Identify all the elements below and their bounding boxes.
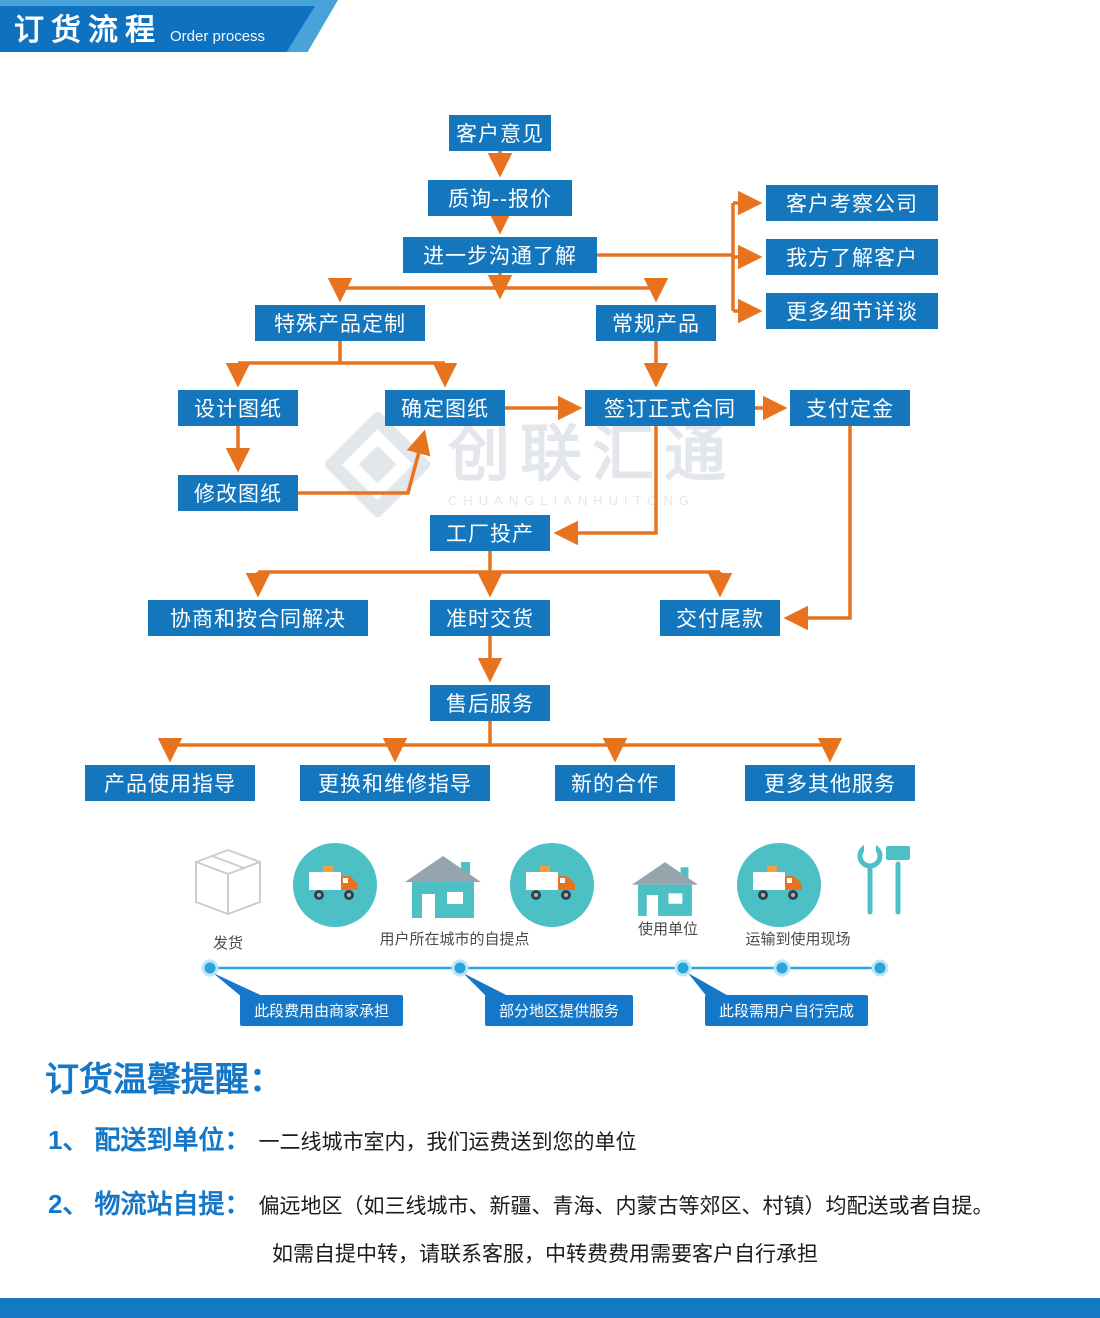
- flow-node-regular-product: 常规产品: [596, 305, 716, 341]
- flow-node-customer-opinion: 客户意见: [449, 115, 551, 151]
- flow-node-replace-repair-guidance: 更换和维修指导: [300, 765, 490, 801]
- flow-node-further-communication: 进一步沟通了解: [403, 237, 597, 273]
- reminder-item-2-number: 2、: [48, 1189, 89, 1219]
- flow-node-special-custom: 特殊产品定制: [255, 305, 425, 341]
- reminder-item-2-text-line2: 如需自提中转，请联系客服，中转费费用需要客户自行承担: [272, 1243, 818, 1266]
- logistics-timeline: [201, 959, 889, 998]
- flow-node-pay-deposit: 支付定金: [790, 390, 910, 426]
- delivery-truck-icon: [293, 843, 377, 927]
- flow-node-new-cooperation: 新的合作: [555, 765, 675, 801]
- header-banner: 订货流程 Order process: [0, 6, 315, 52]
- delivery-truck-icon: [737, 843, 821, 927]
- watermark-text: 创联汇通 CHUANGLIANHUITONG: [448, 419, 737, 509]
- pickup-house-icon: [405, 856, 481, 923]
- flow-node-design-drawing: 设计图纸: [178, 390, 298, 426]
- timeline-tag-partial: 部分地区提供服务: [485, 995, 634, 1026]
- flow-node-confirm-drawing: 确定图纸: [385, 390, 505, 426]
- shipping-box-icon: [193, 846, 263, 923]
- reminder-item-1-label: 配送到单位：: [94, 1125, 251, 1155]
- reminder-item-1-text: 一二线城市室内，我们运费送到您的单位: [258, 1131, 637, 1154]
- footer-bar: [0, 1298, 1100, 1318]
- flow-node-after-sales: 售后服务: [430, 685, 550, 721]
- watermark-name: 创联汇通: [448, 419, 737, 489]
- timeline-tag-merchant: 此段费用由商家承担: [240, 995, 404, 1026]
- flow-node-inquiry-quote: 质询--报价: [428, 180, 572, 216]
- tools-icon: [852, 840, 916, 927]
- flow-node-pay-balance: 交付尾款: [660, 600, 780, 636]
- transport-label: 运输到使用现场: [745, 931, 851, 948]
- reminder-title: 订货温馨提醒：: [45, 1061, 283, 1099]
- ship-label: 发货: [212, 935, 243, 952]
- flow-node-more-services: 更多其他服务: [745, 765, 915, 801]
- flow-node-usage-guidance: 产品使用指导: [85, 765, 255, 801]
- flow-node-on-time-delivery: 准时交货: [430, 600, 550, 636]
- reminder-item-1: 1、 配送到单位： 一二线城市室内，我们运费送到您的单位: [48, 1120, 636, 1157]
- reminder-item-2-label: 物流站自提：: [94, 1189, 251, 1219]
- reminder-item-1-number: 1、: [48, 1125, 89, 1155]
- flow-node-client-visit-company: 客户考察公司: [766, 185, 938, 221]
- delivery-truck-icon: [510, 843, 594, 927]
- flow-node-revise-drawing: 修改图纸: [178, 475, 298, 511]
- flow-node-factory-production: 工厂投产: [430, 515, 550, 551]
- reminder-item-2-text: 偏远地区（如三线城市、新疆、青海、内蒙古等郊区、村镇）均配送或者自提。: [258, 1195, 994, 1218]
- pickup-label: 用户所在城市的自提点: [379, 931, 530, 948]
- reminder-item-2: 2、 物流站自提： 偏远地区（如三线城市、新疆、青海、内蒙古等郊区、村镇）均配送…: [48, 1184, 993, 1221]
- flow-node-negotiate-resolve: 协商和按合同解决: [148, 600, 368, 636]
- watermark-latin: CHUANGLIANHUITONG: [448, 493, 695, 509]
- flow-node-we-know-client: 我方了解客户: [766, 239, 938, 275]
- timeline-tag-user: 此段需用户自行完成: [705, 995, 869, 1026]
- flow-node-sign-contract: 签订正式合同: [585, 390, 755, 426]
- page-title: 订货流程: [14, 14, 162, 47]
- brand-logo-icon: [325, 412, 430, 517]
- flow-node-more-details: 更多细节详谈: [766, 293, 938, 329]
- page-subtitle: Order process: [170, 28, 266, 45]
- unit-house-icon: [632, 862, 698, 921]
- unit-label: 使用单位: [637, 921, 698, 938]
- watermark: 创联汇通 CHUANGLIANHUITONG: [325, 412, 736, 517]
